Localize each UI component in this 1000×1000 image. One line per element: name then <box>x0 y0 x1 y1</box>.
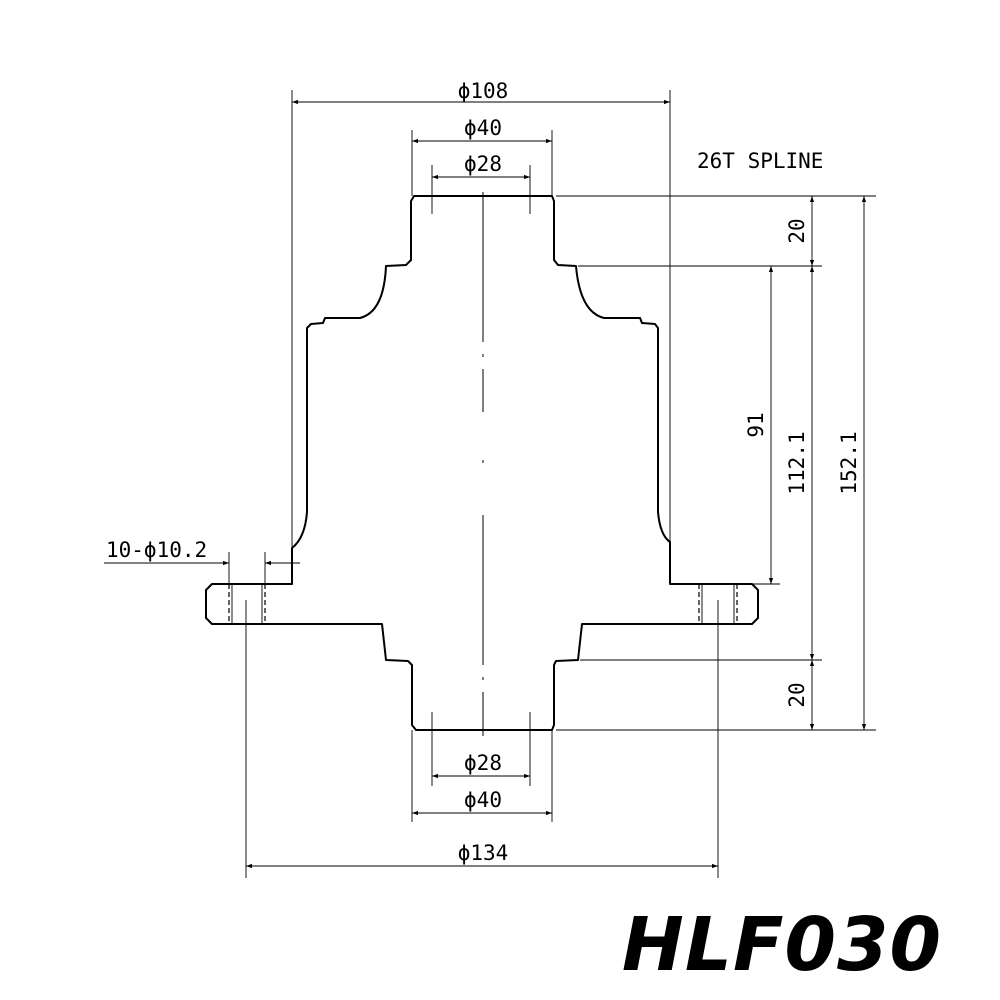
dim-label-h20-bottom: 20 <box>785 682 809 707</box>
model-title: HLF030 <box>621 902 942 988</box>
dim-label-holes: 10-ϕ10.2 <box>106 538 207 562</box>
dim-label-d40-top: ϕ40 <box>464 116 502 140</box>
part-outline <box>205 195 759 731</box>
dim-label-d28-top: ϕ28 <box>464 152 502 176</box>
dim-label-d40-bottom: ϕ40 <box>464 788 502 812</box>
dim-label-d28-bottom: ϕ28 <box>464 751 502 775</box>
bolt-hole-right <box>698 584 738 624</box>
extension-lines <box>228 90 876 878</box>
dim-label-d108: ϕ108 <box>458 79 509 103</box>
dim-label-h91: 91 <box>744 412 768 437</box>
dim-label-h112: 112.1 <box>785 431 809 494</box>
dim-label-d134: ϕ134 <box>458 841 509 865</box>
dim-label-h152: 152.1 <box>837 431 861 494</box>
note-spline: 26T SPLINE <box>697 149 823 173</box>
dim-label-h20-top: 20 <box>785 218 809 243</box>
bolt-hole-left <box>228 584 266 624</box>
